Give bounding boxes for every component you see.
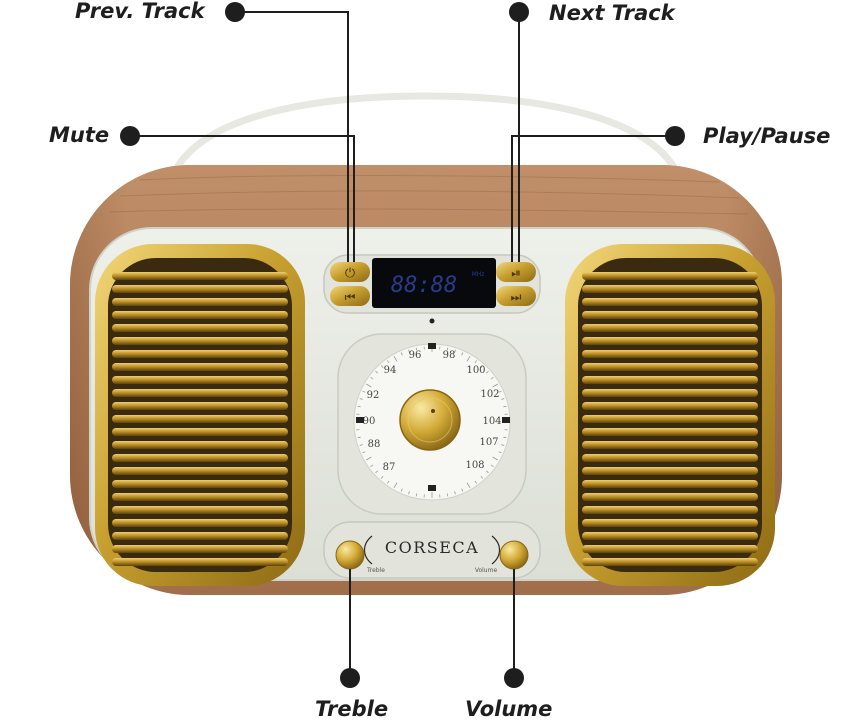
grille-slat [582, 532, 758, 540]
volume-knob[interactable] [500, 541, 528, 569]
grille-slat [582, 376, 758, 384]
grille-slat [112, 467, 288, 475]
grille-slat [112, 480, 288, 488]
grille-slat [582, 493, 758, 501]
grille-slat [112, 558, 288, 566]
grille-slat [112, 532, 288, 540]
grille-slat [112, 428, 288, 436]
volume-dot [504, 668, 524, 688]
dial-number: 87 [383, 462, 396, 473]
dial-number: 98 [443, 350, 456, 361]
next-track-dot [509, 2, 529, 22]
grille-slat [582, 272, 758, 280]
play-pause-label: Play/Pause [703, 124, 830, 148]
grille-slat [112, 441, 288, 449]
dial-number: 96 [409, 350, 422, 361]
next-track-icon: ⏭ [511, 290, 522, 304]
grille-slat [582, 311, 758, 319]
grille-slat [582, 480, 758, 488]
dial-marker-right [502, 417, 510, 423]
play-pause-dot [665, 126, 685, 146]
grille-slat [112, 454, 288, 462]
grille-slat [582, 428, 758, 436]
grille-slat [112, 519, 288, 527]
mute-dot [120, 126, 140, 146]
dial-marker-bottom [428, 485, 436, 491]
treble-label: Treble [315, 697, 388, 721]
prev-track-icon: ⏮ [345, 290, 356, 304]
dial-marker-top [428, 343, 436, 349]
dial-number: 94 [384, 365, 397, 376]
grille-slat [112, 324, 288, 332]
dial-number: 102 [480, 389, 499, 400]
grille-slat [582, 519, 758, 527]
grille-slat [112, 272, 288, 280]
grille-slat [582, 545, 758, 553]
grille-slat [582, 324, 758, 332]
grille-slat [112, 493, 288, 501]
treble-knob[interactable] [336, 541, 364, 569]
grille-slat [582, 363, 758, 371]
mute-icon: ⏻ [345, 266, 355, 281]
grille-slat [112, 506, 288, 514]
tuning-knob[interactable] [400, 390, 460, 450]
grille-slat [582, 285, 758, 293]
prev-track-dot [225, 2, 245, 22]
grille-slat [582, 350, 758, 358]
grille-slat [112, 545, 288, 553]
grille-slat [112, 298, 288, 306]
grille-slat [112, 415, 288, 423]
grille-slat [582, 467, 758, 475]
grille-slat [582, 389, 758, 397]
grille-slat [112, 350, 288, 358]
next-track-label: Next Track [549, 1, 675, 25]
grille-slat [112, 402, 288, 410]
play-pause-icon: ⏯ [511, 266, 521, 280]
display-digits: 88:88 [391, 273, 457, 298]
dial-number: 107 [479, 437, 498, 448]
dial-number: 108 [465, 460, 484, 471]
grille-slat [582, 506, 758, 514]
status-led [430, 319, 435, 324]
grille-slat [112, 337, 288, 345]
dial-number: 100 [466, 365, 485, 376]
volume-label: Volume [465, 697, 552, 721]
grille-slat [582, 454, 758, 462]
prev-track-label: Prev. Track [75, 0, 205, 23]
grille-slat [582, 337, 758, 345]
grille-slat [112, 389, 288, 397]
grille-slat [112, 285, 288, 293]
dial-marker-left [356, 417, 364, 423]
grille-slat [582, 558, 758, 566]
grille-slat [582, 402, 758, 410]
display-unit: MHz [472, 271, 485, 278]
brand-logo: CORSECA [385, 538, 479, 557]
dial-number: 90 [363, 416, 376, 427]
volume-knob-label: Volume [475, 567, 498, 574]
grille-slat [112, 376, 288, 384]
treble-knob-label: Treble [366, 567, 385, 574]
grille-slat [582, 298, 758, 306]
dial-number: 104 [482, 416, 501, 427]
grille-slat [112, 363, 288, 371]
dial-number: 88 [368, 439, 381, 450]
grille-slat [112, 311, 288, 319]
grille-slat [582, 441, 758, 449]
mute-label: Mute [49, 123, 109, 147]
dial-number: 92 [367, 390, 380, 401]
grille-slat [582, 415, 758, 423]
treble-dot [340, 668, 360, 688]
